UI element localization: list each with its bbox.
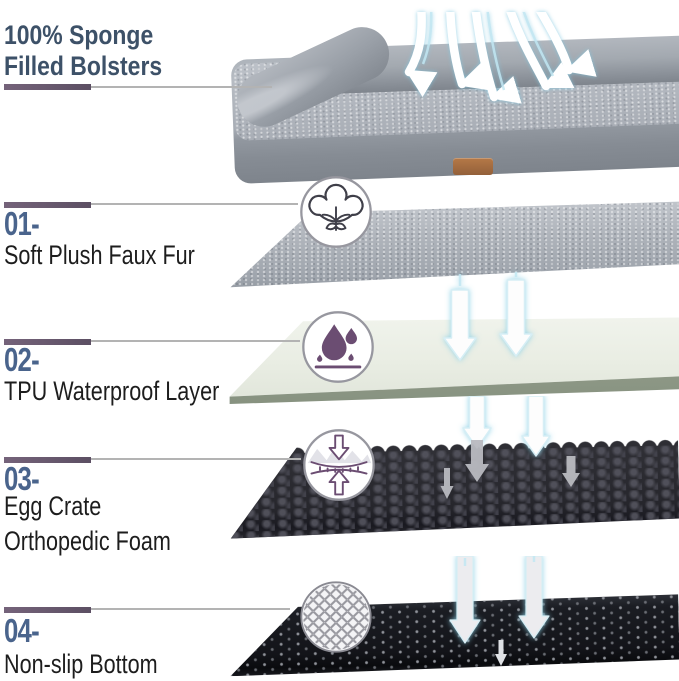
- compression-icon: [303, 429, 375, 501]
- airflow-arrows-icon: [404, 12, 597, 104]
- anti-slip-icon: [300, 581, 372, 653]
- down-arrows-foam-icon: [440, 396, 580, 499]
- section2-label: TPU Waterproof Layer: [4, 376, 220, 406]
- cotton-icon: [300, 176, 372, 248]
- section2-pointer-line: [91, 340, 300, 342]
- section3-label-line1: Egg Crate: [4, 491, 102, 521]
- page-title-line1: 100% Sponge: [4, 20, 154, 50]
- waterproof-icon: [302, 311, 374, 383]
- page-title: 100% Sponge Filled Bolsters: [4, 20, 162, 82]
- brand-tag: [453, 158, 493, 175]
- section3-accent-bar: [4, 457, 91, 463]
- section3-number: 03-: [4, 460, 40, 497]
- section1-accent-bar: [4, 202, 91, 208]
- down-arrows-tpu-icon: [443, 272, 533, 361]
- down-arrows-bottom-icon: [449, 556, 550, 666]
- section1-pointer-line: [91, 203, 298, 205]
- section4-pointer-line: [91, 608, 290, 610]
- section2-accent-bar: [4, 339, 91, 345]
- bed-photo: [225, 12, 679, 190]
- section2-number: 02-: [4, 341, 40, 378]
- header-pointer-line: [91, 86, 272, 88]
- section3-pointer-line: [91, 458, 301, 460]
- section1-number: 01-: [4, 205, 40, 242]
- section4-accent-bar: [4, 607, 91, 613]
- section4-label: Non-slip Bottom: [4, 649, 158, 679]
- header-accent-bar: [4, 84, 91, 90]
- section4-number: 04-: [4, 612, 40, 649]
- section1-label: Soft Plush Faux Fur: [4, 240, 195, 270]
- page-title-line2: Filled Bolsters: [4, 51, 163, 81]
- section3-label-line2: Orthopedic Foam: [4, 526, 171, 556]
